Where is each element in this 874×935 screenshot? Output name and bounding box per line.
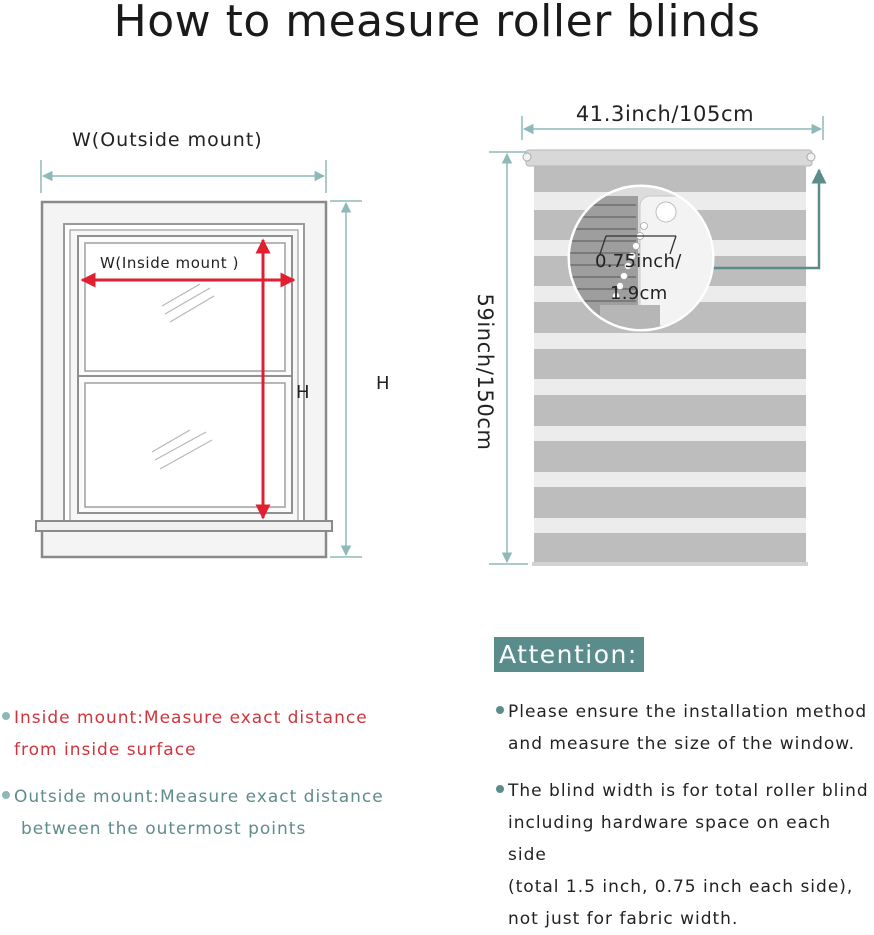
- detail-label-line2: 1.9cm: [610, 283, 668, 304]
- blind-height-label: 59inch/150cm: [473, 293, 497, 450]
- detail-callout-arrow: [705, 168, 827, 270]
- attention-heading: Attention:: [494, 637, 644, 672]
- diagram-canvas: W(Outside mount) H W(Inside moun: [35, 102, 827, 566]
- bracket-left: [522, 152, 532, 162]
- note-line: (total 1.5 inch, 0.75 inch each side),: [508, 877, 854, 897]
- bullet-dot: [2, 712, 10, 720]
- inside-mount-note: Inside mount:Measure exact distance from…: [2, 702, 368, 766]
- note-line: The blind width is for total roller blin…: [508, 781, 869, 801]
- detail-label-line1: 0.75inch/: [595, 251, 682, 272]
- outside-width-label: W(Outside mount): [72, 129, 263, 151]
- outside-height-label: H: [376, 373, 390, 394]
- note-line: Please ensure the installation method: [508, 702, 868, 722]
- note-line: and measure the size of the window.: [508, 734, 856, 754]
- glass-reflection-upper: [161, 283, 215, 323]
- bullet-dot: [496, 706, 504, 714]
- window-sill: [35, 520, 333, 532]
- glass-reflection-lower: [151, 429, 213, 470]
- note-line: not just for fabric width.: [508, 909, 739, 929]
- note-line: Inside mount:Measure exact distance: [14, 708, 368, 728]
- inside-height-label: H: [296, 382, 310, 403]
- window-diagram: W(Outside mount) H W(Inside moun: [35, 129, 390, 559]
- bullet-dot: [496, 785, 504, 793]
- detail-zoom-circle: 0.75inch/ 1.9cm: [567, 184, 715, 332]
- bracket-right: [806, 152, 816, 162]
- outside-mount-note: Outside mount:Measure exact distance bet…: [2, 781, 384, 845]
- attention-note-2: The blind width is for total roller blin…: [496, 775, 874, 935]
- bullet-dot: [2, 791, 10, 799]
- blind-diagram: 41.3inch/105cm 59inch/150cm: [473, 102, 827, 566]
- note-line: between the outermost points: [21, 819, 307, 839]
- note-line: Outside mount:Measure exact distance: [14, 787, 384, 807]
- page-title: How to measure roller blinds: [113, 0, 761, 47]
- attention-note-1: Please ensure the installation method an…: [496, 696, 867, 760]
- note-line: including hardware space on each side: [508, 813, 832, 865]
- blind-width-label: 41.3inch/105cm: [576, 102, 754, 126]
- bottom-rail: [532, 562, 808, 566]
- note-line: from inside surface: [14, 740, 197, 760]
- inside-width-label: W(Inside mount ): [100, 254, 239, 272]
- roller-tube: [525, 149, 813, 167]
